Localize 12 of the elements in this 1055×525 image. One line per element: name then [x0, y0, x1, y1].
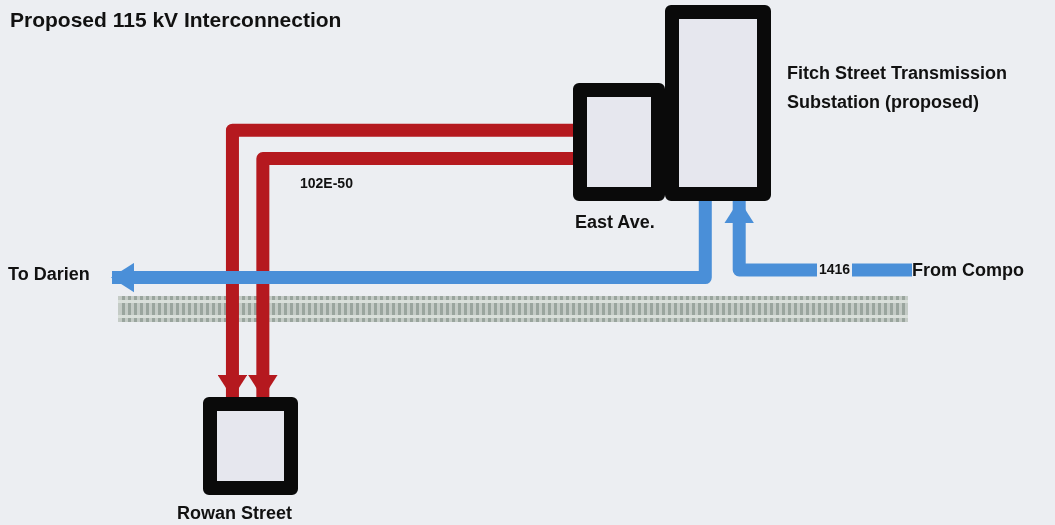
substation-label: East Ave.	[575, 211, 655, 234]
edge-label: 102E-50	[299, 175, 354, 191]
arrow	[217, 123, 573, 398]
substation-label: Rowan Street	[177, 502, 293, 525]
place-label: To Darien	[8, 262, 112, 286]
substation-label: Fitch Street Transmission Substation (proposed)	[787, 62, 1009, 114]
arrow	[247, 152, 573, 398]
edge-label: 1416	[817, 261, 853, 277]
place-label: From Compo	[912, 258, 1052, 282]
arrow	[111, 201, 712, 293]
arrow	[724, 200, 912, 277]
diagram-title: Proposed 115 kV Interconnection	[10, 8, 342, 32]
